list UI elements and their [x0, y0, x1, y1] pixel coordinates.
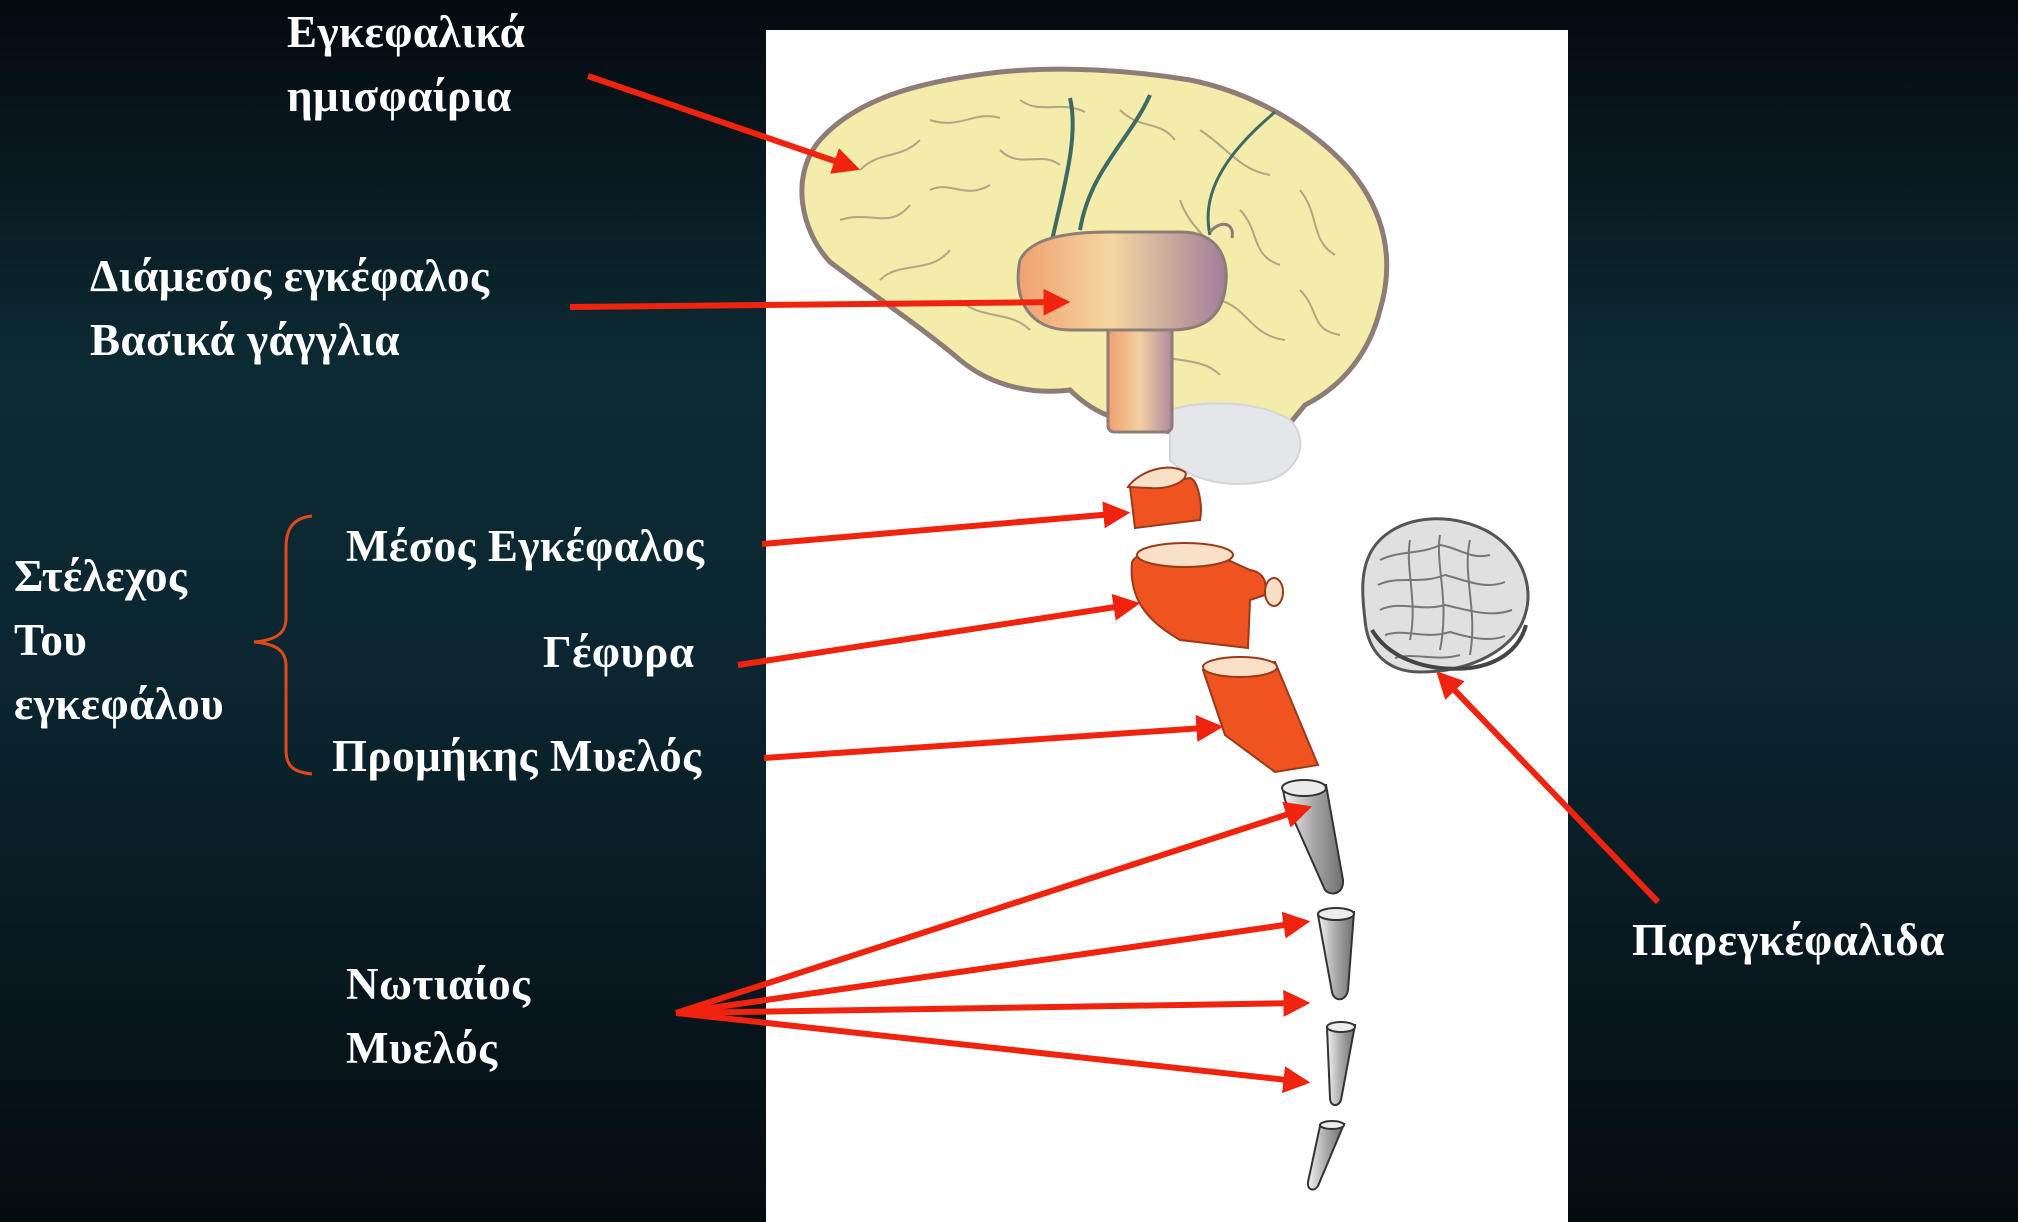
label-line: Διάμεσος εγκέφαλος — [90, 244, 490, 308]
label-cerebellum: Παρεγκέφαλιδα — [1632, 908, 1945, 972]
label-line: Του — [14, 608, 224, 672]
arrow-medulla — [764, 727, 1218, 758]
label-line: Μυελός — [346, 1016, 531, 1080]
arrow-hemispheres — [588, 76, 855, 168]
label-line: εγκεφάλου — [14, 672, 224, 736]
arrow-pons — [738, 604, 1135, 665]
arrow-spinal-1 — [676, 808, 1307, 1013]
label-medulla: Προμήκης Μυελός — [332, 724, 702, 788]
label-diencephalon: Διάμεσος εγκέφαλος Βασικά γάγγλια — [90, 244, 490, 372]
brainstem-brace — [254, 516, 312, 774]
spinal-cord-segments — [1282, 780, 1355, 1189]
label-line: ημισφαίρια — [287, 64, 525, 128]
cerebellum — [1363, 519, 1528, 672]
label-line: Εγκεφαλικά — [287, 0, 525, 64]
medulla-oblongata — [1203, 657, 1318, 772]
label-line: Νωτιαίος — [346, 952, 531, 1016]
cerebellum-shadow — [1170, 403, 1300, 483]
label-spinal-cord: Νωτιαίος Μυελός — [346, 952, 531, 1080]
arrow-spinal-2 — [676, 922, 1305, 1013]
pons — [1132, 543, 1283, 648]
label-brainstem: Στέλεχος Του εγκεφάλου — [14, 544, 224, 736]
arrow-midbrain — [762, 513, 1125, 544]
label-midbrain: Μέσος Εγκέφαλος — [346, 514, 704, 578]
label-line: Βασικά γάγγλια — [90, 308, 490, 372]
arrow-cerebellum — [1440, 675, 1658, 902]
arrow-spinal-3 — [676, 1003, 1305, 1013]
arrow-spinal-4 — [676, 1013, 1305, 1082]
midbrain — [1128, 468, 1201, 528]
label-pons: Γέφυρα — [543, 620, 695, 684]
label-cerebral-hemispheres: Εγκεφαλικά ημισφαίρια — [287, 0, 525, 128]
label-line: Στέλεχος — [14, 544, 224, 608]
